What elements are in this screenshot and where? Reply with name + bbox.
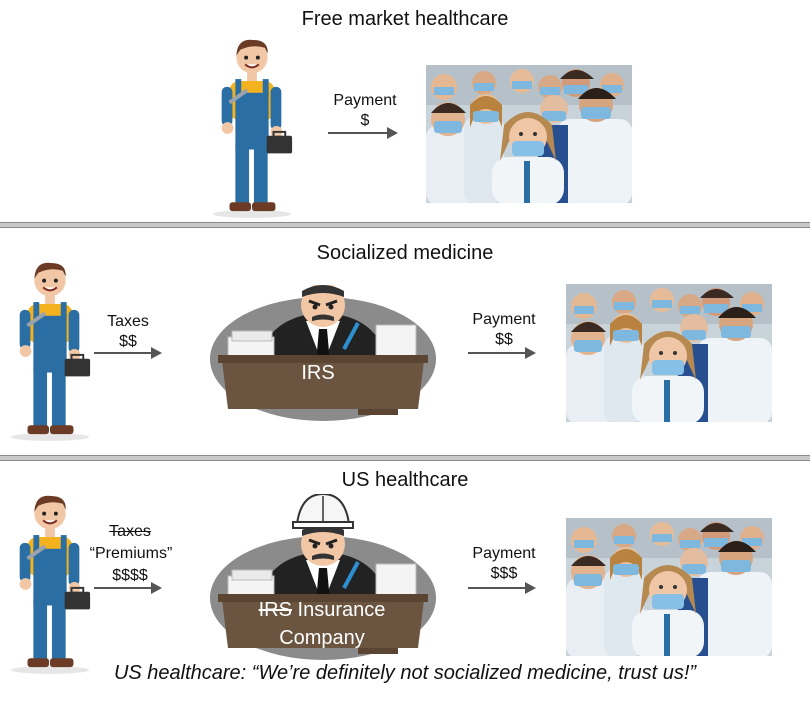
company-label: Company [279, 627, 365, 649]
doctors-photo [426, 65, 632, 203]
irs-bureaucrat-illustration [208, 285, 438, 423]
premiums-label: “Premiums” [89, 545, 173, 562]
worker-illustration [208, 32, 296, 222]
insurance-label: Insurance [297, 599, 386, 621]
payment-amount: $$ [495, 331, 513, 348]
worker-illustration [6, 255, 94, 445]
doctors-photo [566, 518, 772, 656]
taxes-struck-label: Taxes [109, 523, 151, 540]
arrow-icon [94, 347, 162, 359]
arrow-icon [94, 582, 162, 594]
section-divider [0, 455, 810, 461]
arrow-icon [468, 582, 536, 594]
caption: US healthcare: “We’re definitely not soc… [113, 662, 697, 684]
section-divider [0, 222, 810, 228]
doctors-photo [566, 284, 772, 422]
panel-title-us: US healthcare [341, 469, 469, 491]
payment-amount: $$$ [490, 565, 518, 582]
taxes-label: Taxes [107, 313, 149, 330]
payment-label: Payment [472, 311, 536, 328]
taxes-amount: $$ [119, 333, 137, 350]
desk-label-insurance: IRS Insurance Company [232, 596, 412, 652]
payment-label: Payment [472, 545, 536, 562]
desk-label-irs: IRS [301, 362, 335, 384]
arrow-icon [468, 347, 536, 359]
arrow-icon [328, 127, 398, 139]
payment-label: Payment [333, 92, 397, 109]
panel-title-socialized: Socialized medicine [316, 242, 494, 264]
panel-title-free-market: Free market healthcare [301, 8, 509, 30]
premiums-amount: $$$$ [112, 567, 148, 584]
irs-struck-label: IRS [258, 599, 292, 621]
worker-illustration [6, 488, 94, 678]
payment-amount: $ [360, 112, 370, 129]
